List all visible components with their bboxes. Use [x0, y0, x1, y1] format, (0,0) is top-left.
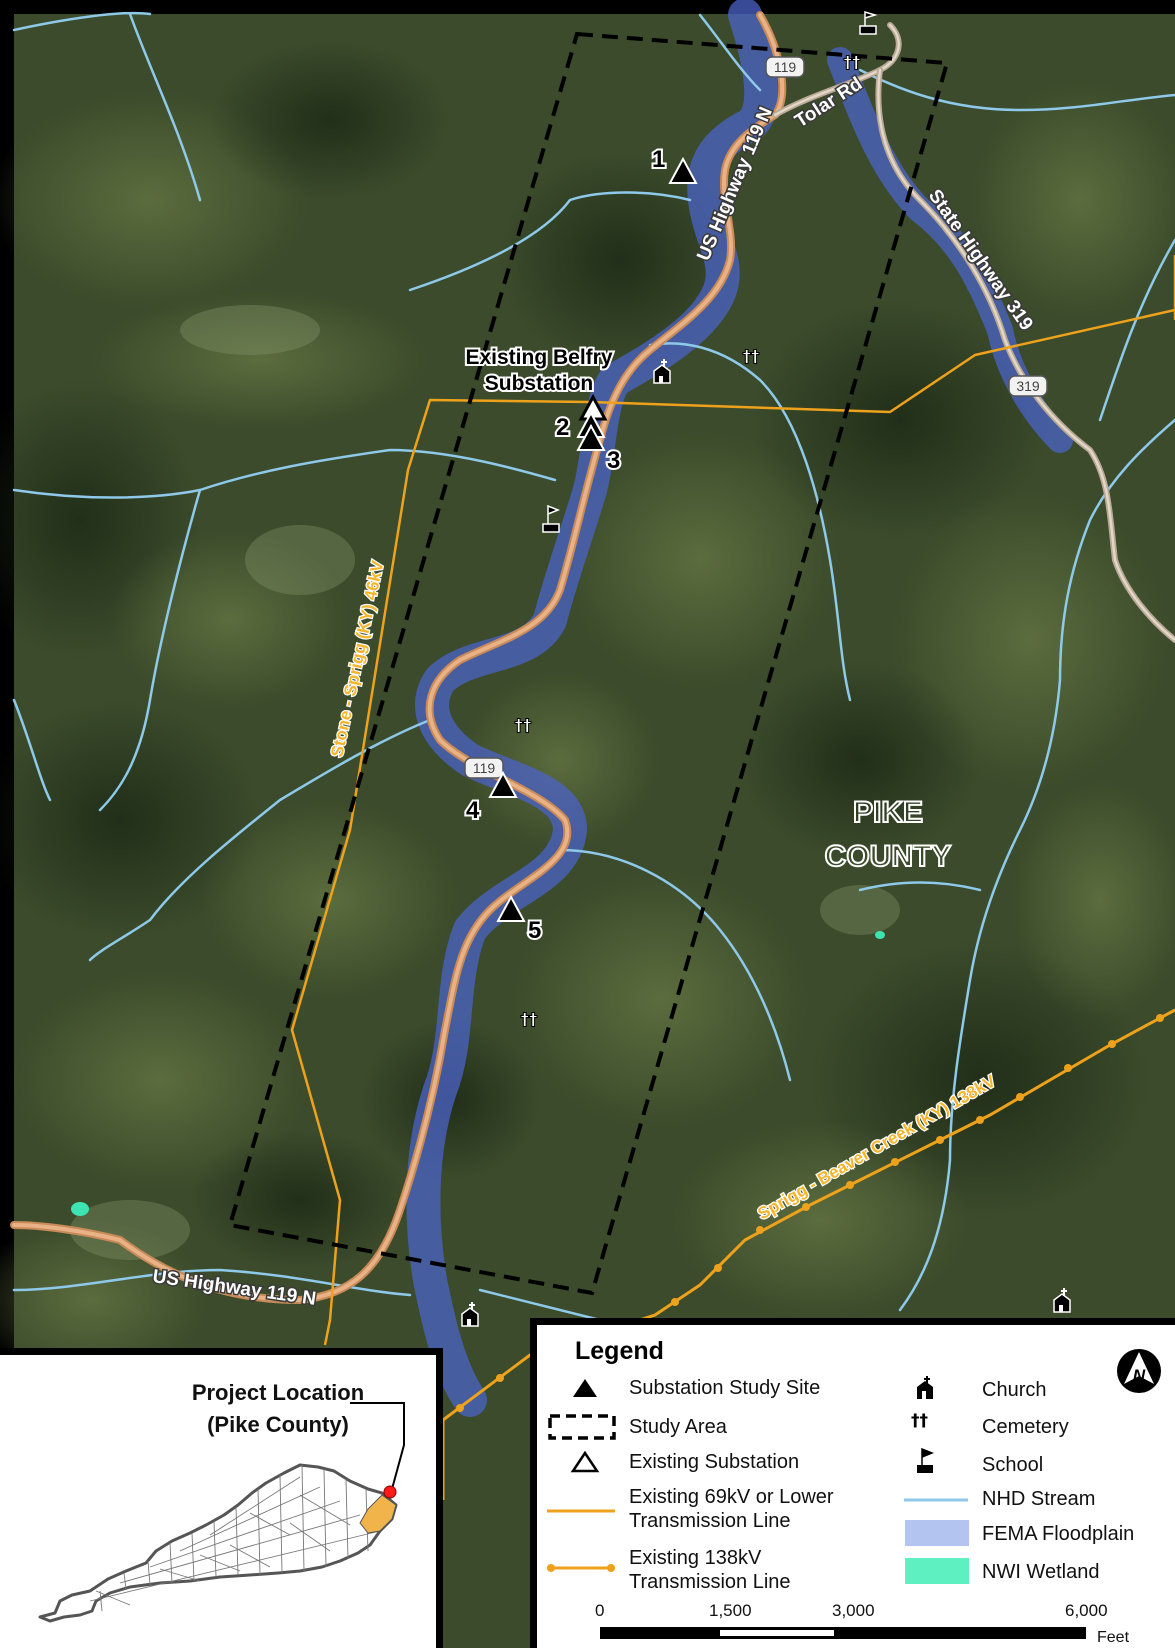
- substation-label-line1: Existing Belfry: [465, 346, 612, 369]
- school-icon: [542, 504, 561, 533]
- study-sites: 1 2 3 4 5: [464, 144, 698, 946]
- church-icon: [917, 1376, 933, 1399]
- study-site-4-marker: [488, 770, 518, 798]
- study-site-1-marker: [668, 156, 698, 184]
- nwi-wetland-patch: [71, 1202, 89, 1216]
- study-site-3-marker: [576, 423, 606, 451]
- legend-stream-label: NHD Stream: [982, 1488, 1096, 1510]
- legend-title: Legend: [575, 1337, 664, 1365]
- svg-text:N: N: [1133, 1366, 1146, 1385]
- school-markers: [542, 10, 878, 533]
- cemetery-markers: †† †† †† ††: [514, 53, 861, 1031]
- legend-138kv-label-1: Existing 138kV: [629, 1547, 762, 1569]
- inset-title-line2: (Pike County): [207, 1412, 349, 1437]
- shield-119-mid-label: 119: [473, 760, 496, 776]
- fema-floodplain-swatch: [905, 1520, 969, 1546]
- legend-floodplain-label: FEMA Floodplain: [982, 1523, 1135, 1545]
- cemetery-icon: ††: [515, 716, 532, 736]
- study-area-symbol: [548, 1414, 616, 1440]
- transmission-138kv-symbol: [547, 1564, 615, 1572]
- school-icon: [859, 10, 878, 35]
- scale-tick-0: 0: [595, 1601, 605, 1620]
- inset-title-line1: Project Location: [191, 1380, 365, 1405]
- sh-319-shield: 319: [1008, 375, 1048, 397]
- cemetery-icon: ††: [911, 1411, 928, 1431]
- study-site-3-number: 3: [607, 447, 620, 474]
- legend-138kv-label-2: Transmission Line: [629, 1571, 791, 1593]
- legend-school-label: School: [982, 1454, 1044, 1476]
- scale-unit: Feet: [1097, 1629, 1130, 1646]
- legend-cemetery-label: Cemetery: [982, 1416, 1069, 1438]
- legend-69kv-label-1: Existing 69kV or Lower: [629, 1486, 834, 1508]
- county-label-line1: PIKE: [853, 796, 923, 829]
- us-119-shield-top: 119: [765, 56, 805, 78]
- church-icon: [1053, 1288, 1071, 1313]
- church-icon: [653, 359, 671, 384]
- study-area-polygon: [227, 31, 950, 1296]
- legend-study-site-label: Substation Study Site: [629, 1377, 821, 1399]
- church-icon: [461, 1302, 479, 1327]
- cemetery-icon: ††: [844, 53, 861, 73]
- nhd-stream-symbol: [904, 1498, 968, 1502]
- legend-wetland-label: NWI Wetland: [982, 1561, 1100, 1583]
- study-site-4-number: 4: [466, 797, 480, 824]
- cemetery-icon: ††: [521, 1010, 538, 1030]
- study-site-2-number: 2: [556, 414, 569, 441]
- nwi-wetland-patch: [875, 931, 885, 939]
- legend-69kv-label-2: Transmission Line: [629, 1510, 791, 1532]
- legend-existing-substation-label: Existing Substation: [629, 1451, 800, 1473]
- existing-substation-symbol: [570, 1451, 600, 1473]
- us-119-shield-mid: 119: [464, 757, 504, 779]
- inset-title: Project Location (Pike County): [158, 1377, 398, 1441]
- study-site-1-number: 1: [652, 146, 665, 173]
- county-label-line2: COUNTY: [825, 840, 952, 873]
- nwi-wetland-swatch: [905, 1558, 969, 1584]
- kentucky-state-map: [38, 1402, 405, 1623]
- legend-panel: Legend Substation Study Site Study Area …: [530, 1318, 1175, 1648]
- school-icon: [917, 1447, 935, 1473]
- scale-tick-3000: 3,000: [832, 1601, 875, 1620]
- shield-319-label: 319: [1016, 378, 1040, 394]
- scale-bar: [600, 1627, 1086, 1639]
- legend-study-area-label: Study Area: [629, 1416, 727, 1438]
- transmission-69kv: [290, 255, 1175, 1346]
- north-arrow-icon: N: [1117, 1349, 1161, 1393]
- project-location-point: [383, 1485, 397, 1499]
- cemetery-icon: ††: [743, 347, 760, 367]
- scale-tick-1500: 1,500: [709, 1601, 752, 1620]
- transmission-69kv-symbol: [547, 1509, 615, 1513]
- inset-locator-panel: Project Location (Pike County): [0, 1348, 443, 1648]
- legend-church-label: Church: [982, 1379, 1047, 1401]
- nhd-streams: [12, 11, 1175, 1322]
- pike-county-highlight: [359, 1494, 397, 1534]
- church-markers: [461, 359, 1071, 1327]
- shield-119-top-label: 119: [774, 59, 797, 75]
- scale-tick-6000: 6,000: [1065, 1601, 1108, 1620]
- substation-label-line2: Substation: [485, 372, 594, 395]
- substation-study-site-symbol: [573, 1379, 597, 1397]
- study-site-5-marker: [496, 894, 526, 922]
- study-site-5-number: 5: [528, 917, 541, 944]
